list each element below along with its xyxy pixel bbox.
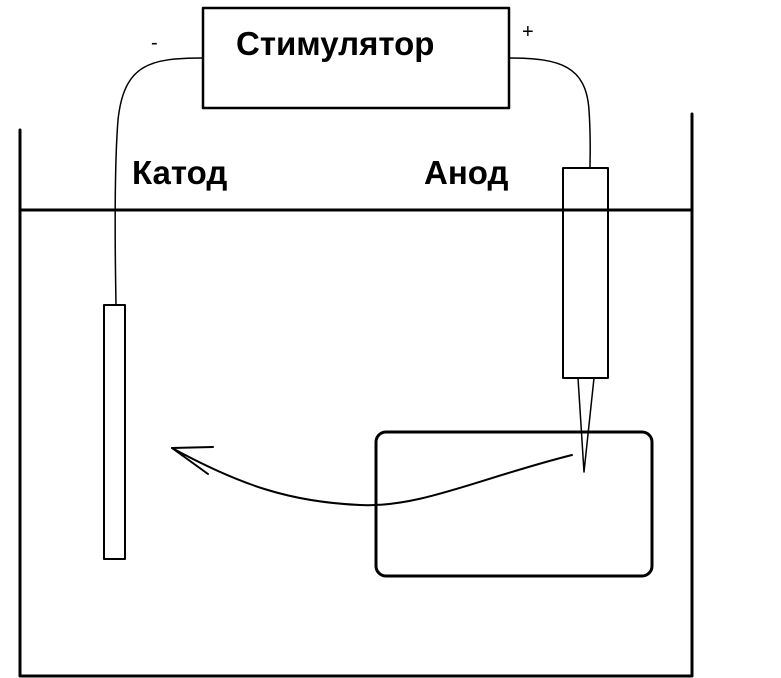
- cathode-electrode: [103, 304, 126, 560]
- anode-electrode: [562, 167, 609, 379]
- positive-terminal-sign: +: [522, 21, 534, 43]
- cathode-label: Катод: [132, 154, 228, 191]
- migration-arrow-head: [171, 446, 214, 475]
- tank-outline: [18, 112, 694, 678]
- negative-terminal-sign: -: [151, 32, 158, 54]
- cathode-wire: [114, 57, 204, 306]
- anode-needle-tip: [577, 377, 595, 473]
- anode-label: Анод: [424, 154, 509, 191]
- anode-wire: [508, 57, 591, 169]
- migration-arrow: [171, 447, 573, 507]
- stimulator-label: Стимулятор: [236, 25, 435, 62]
- sample-block: [374, 430, 654, 578]
